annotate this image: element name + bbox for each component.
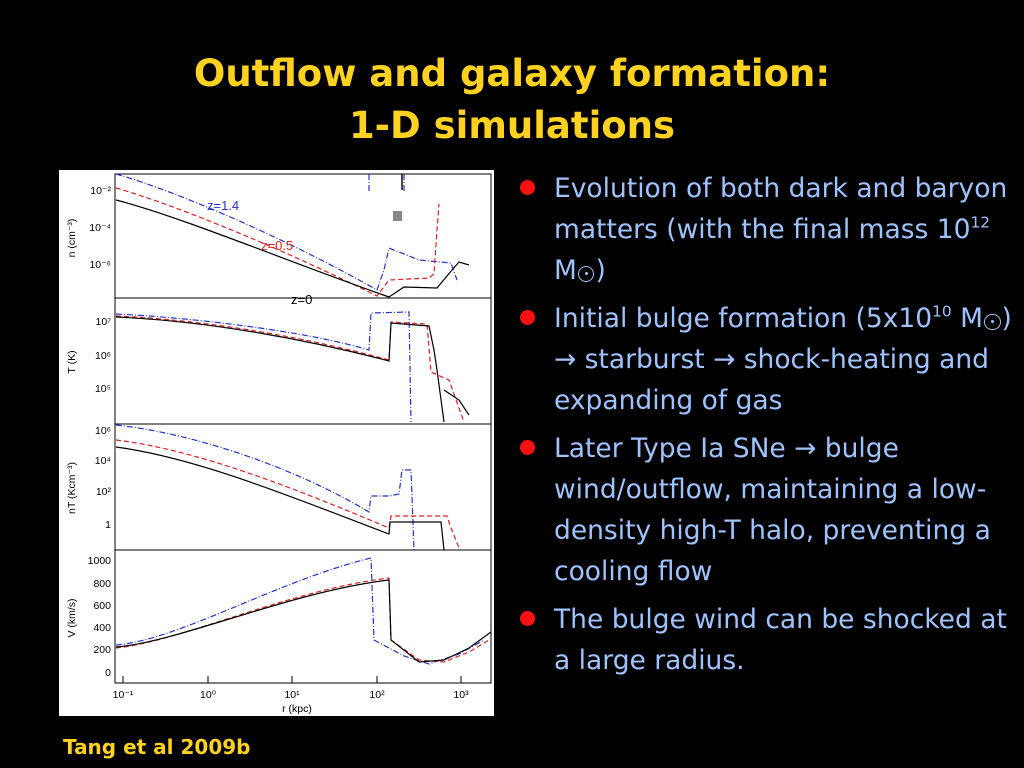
panel-3-ylabel: nT (Kcm⁻³) <box>66 462 78 514</box>
bullet-dot-icon <box>520 440 535 455</box>
tick-label: 0 <box>105 667 111 679</box>
series-z05-pressure <box>115 439 460 549</box>
marker-square <box>393 211 402 221</box>
x-tick-label: 10⁰ <box>200 689 217 701</box>
tick-label: 10⁴ <box>95 455 111 467</box>
tick-label: 10⁻⁴ <box>89 222 111 234</box>
series-label-z05: z=0.5 <box>261 238 293 253</box>
tick-label: 1 <box>105 519 111 531</box>
panel-1-ylabel: n (cm⁻³) <box>66 219 78 258</box>
bullet-dot-icon <box>520 611 535 626</box>
series-z05-velocity <box>115 577 490 663</box>
slide-title-line-1: Outflow and galaxy formation: <box>193 52 831 95</box>
x-tick-label: 10³ <box>453 689 469 701</box>
series-z0-pressure <box>115 446 445 551</box>
simulation-plot: n (cm⁻³) T (K) nT (Kcm⁻³) V (km/s) 10⁻² … <box>66 173 492 715</box>
tick-label: 10⁻⁶ <box>89 259 111 271</box>
tick-label: 600 <box>93 600 111 612</box>
tick-label: 10⁷ <box>96 316 112 328</box>
series-z14-temperature <box>115 311 412 423</box>
panel-4-ylabel: V (km/s) <box>66 598 78 637</box>
slide-title-line-2: 1-D simulations <box>348 104 676 147</box>
x-tick-label: 10⁻¹ <box>113 689 134 701</box>
bullet-item: Evolution of both dark and baryon matter… <box>518 168 1018 291</box>
tick-label: 10⁶ <box>95 425 111 437</box>
panel-frame <box>114 423 492 551</box>
series-z0-temperature <box>115 316 470 423</box>
bullet-list: Evolution of both dark and baryon matter… <box>518 168 1018 688</box>
panel-2-ylabel: T (K) <box>66 350 78 373</box>
bullet-dot-icon <box>520 180 535 195</box>
citation: Tang et al 2009b <box>63 735 251 759</box>
x-axis-label: r (kpc) <box>282 703 312 715</box>
panel-frame <box>114 297 492 425</box>
tick-label: 1000 <box>88 555 112 567</box>
tick-label: 200 <box>93 644 111 656</box>
bullet-item: Later Type Ia SNe → bulge wind/outflow, … <box>518 428 1018 592</box>
series-z14-density <box>115 173 458 291</box>
tick-label: 10⁻² <box>90 185 111 197</box>
simulation-figure: n (cm⁻³) T (K) nT (Kcm⁻³) V (km/s) 10⁻² … <box>59 170 494 716</box>
tick-label: 10⁶ <box>95 350 111 362</box>
tick-label: 800 <box>93 578 111 590</box>
tick-label: 10² <box>96 486 112 498</box>
series-z14-pressure <box>115 424 415 551</box>
bullet-item: Initial bulge formation (5x1010 M) → sta… <box>518 298 1018 421</box>
x-tick-label: 10¹ <box>284 689 300 701</box>
tick-label: 400 <box>93 622 111 634</box>
series-label-z0: z=0 <box>291 292 312 307</box>
series-z14-density-edge <box>368 174 405 192</box>
solar-mass-icon <box>577 265 595 283</box>
panel-frame <box>114 549 492 684</box>
series-z0-density <box>115 199 470 298</box>
tick-label: 10⁵ <box>95 383 111 395</box>
bullet-item: The bulge wind can be shocked at a large… <box>518 599 1018 681</box>
bullet-dot-icon <box>520 310 535 325</box>
solar-mass-icon <box>983 313 1001 331</box>
x-tick-label: 10² <box>369 689 385 701</box>
series-z05-temperature <box>115 315 465 423</box>
series-z14-velocity <box>115 557 485 665</box>
series-z0-velocity <box>115 579 492 663</box>
series-label-z14: z=1.4 <box>207 198 239 213</box>
